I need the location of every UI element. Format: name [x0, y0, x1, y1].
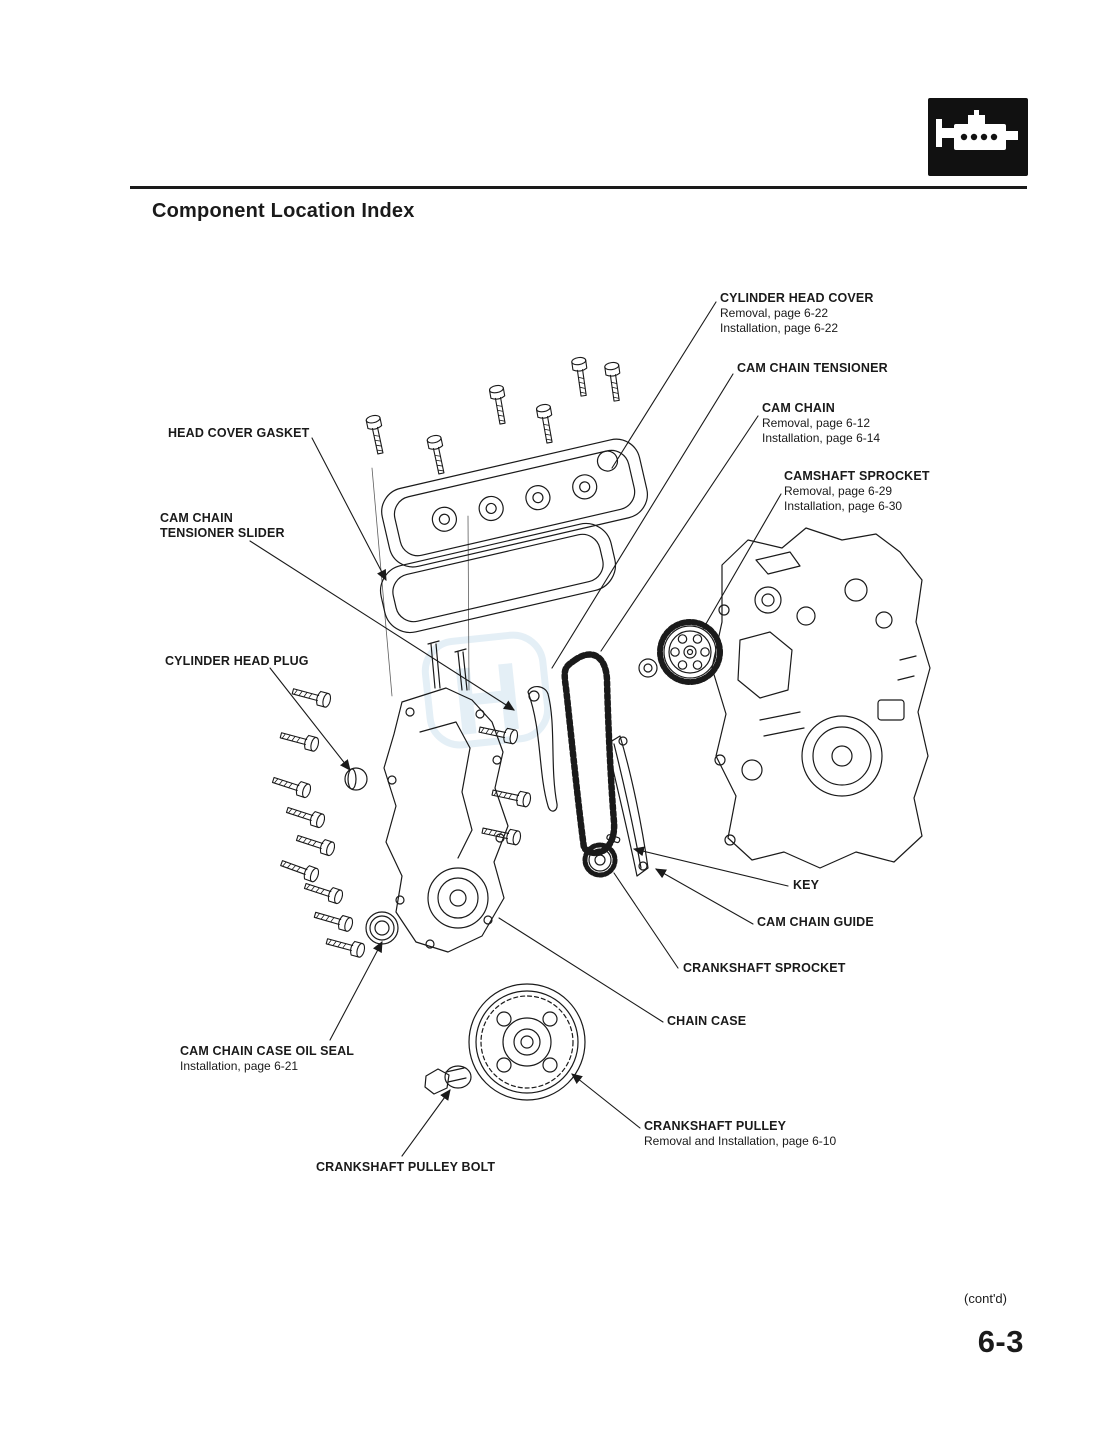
label-crankshaft-pulley: CRANKSHAFT PULLEY Removal and Installati… [644, 1119, 836, 1149]
head-cover-gasket-part [379, 522, 617, 634]
page-number: 6-3 [977, 1324, 1024, 1359]
label-chain-case: CHAIN CASE [667, 1014, 746, 1029]
header-rule [130, 186, 1027, 189]
label-title: CAM CHAIN [160, 511, 233, 525]
label-sub: Installation, page 6-30 [784, 498, 903, 513]
page-title: Component Location Index [152, 200, 415, 222]
label-key: KEY [793, 878, 819, 893]
label-cam-chain-guide: CAM CHAIN GUIDE [757, 915, 874, 930]
label-title: KEY [793, 878, 820, 892]
label-sub: Installation, page 6-22 [720, 320, 839, 335]
engine-icon [928, 98, 1028, 176]
label-sub: Installation, page 6-21 [180, 1059, 299, 1073]
cam-chain-case-oil-seal-part [365, 911, 399, 945]
label-title: CAM CHAIN CASE OIL SEAL [180, 1044, 355, 1058]
label-title: CRANKSHAFT SPROCKET [683, 961, 846, 975]
label-title: CYLINDER HEAD PLUG [165, 654, 309, 668]
left-bolt-cluster [270, 683, 367, 959]
cylinder-head-cover-part [381, 438, 648, 568]
contd-note: (cont'd) [964, 1291, 1007, 1306]
label-camshaft-sprocket: CAMSHAFT SPROCKET Removal, page 6-29 Ins… [784, 469, 930, 513]
label-title: CRANKSHAFT PULLEY BOLT [316, 1160, 496, 1174]
label-cylinder-head-cover: CYLINDER HEAD COVER Removal, page 6-22 I… [720, 291, 874, 335]
label-title: TENSIONER SLIDER [160, 526, 285, 540]
label-sub: Removal, page 6-12 [762, 416, 871, 430]
crankshaft-pulley-bolt-part [424, 1065, 472, 1095]
valve-cover-bolts [364, 356, 625, 476]
label-title: HEAD COVER GASKET [168, 426, 310, 440]
cam-chain-tensioner-slider-part [527, 686, 558, 812]
label-title: CHAIN CASE [667, 1014, 747, 1028]
engine-block-part [711, 527, 931, 869]
cylinder-head-plug-part [344, 767, 368, 791]
label-title: CAM CHAIN GUIDE [757, 915, 874, 929]
label-sub: Removal, page 6-22 [720, 306, 829, 320]
camshaft-sprocket-part [638, 619, 723, 685]
label-title: CAM CHAIN [762, 401, 835, 415]
label-title: CAM CHAIN TENSIONER [737, 361, 888, 375]
label-cylinder-head-plug: CYLINDER HEAD PLUG [165, 654, 309, 669]
cam-chain-part [561, 651, 618, 857]
label-cam-chain-case-oil-seal: CAM CHAIN CASE OIL SEAL Installation, pa… [180, 1044, 354, 1074]
label-sub: Removal and Installation, page 6-10 [644, 1134, 837, 1148]
label-title: CRANKSHAFT PULLEY [644, 1119, 787, 1133]
label-head-cover-gasket: HEAD COVER GASKET [168, 426, 309, 441]
label-cam-chain: CAM CHAIN Removal, page 6-12 Installatio… [762, 401, 880, 445]
label-crankshaft-sprocket: CRANKSHAFT SPROCKET [683, 961, 846, 976]
label-title: CYLINDER HEAD COVER [720, 291, 874, 305]
leader-lines [249, 301, 789, 1157]
label-cam-chain-tensioner: CAM CHAIN TENSIONER [737, 361, 888, 376]
crankshaft-pulley-part [468, 983, 586, 1101]
label-cam-chain-tensioner-slider: CAM CHAIN TENSIONER SLIDER [160, 511, 285, 541]
crankshaft-sprocket-part [582, 834, 621, 878]
chain-case-part [383, 640, 509, 953]
label-title: CAMSHAFT SPROCKET [784, 469, 930, 483]
honda-watermark: H [421, 631, 552, 756]
key-part [606, 834, 621, 844]
label-sub: Removal, page 6-29 [784, 484, 893, 498]
label-sub: Installation, page 6-14 [762, 430, 881, 445]
label-crankshaft-pulley-bolt: CRANKSHAFT PULLEY BOLT [316, 1160, 495, 1175]
